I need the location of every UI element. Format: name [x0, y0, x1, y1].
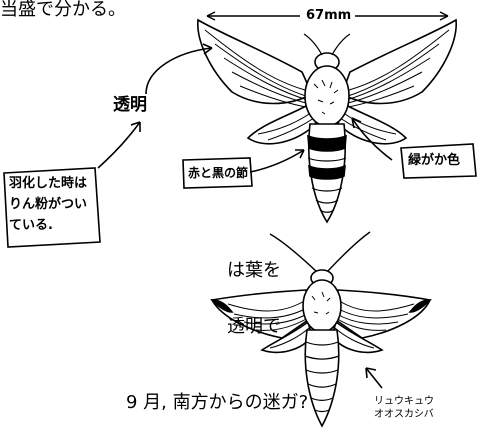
moth-illustration-bottom	[210, 231, 432, 428]
arrow-icon	[365, 367, 383, 389]
body-text-line-1: は葉を	[227, 260, 281, 281]
arrow-greenish-to-thorax	[351, 117, 393, 161]
transparent-label: 透明	[113, 95, 147, 115]
body-text-line-2: 透明で	[227, 316, 281, 337]
arrow-box-to-transparent	[97, 121, 141, 169]
emergence-line-2: りん粉がつい	[9, 197, 88, 212]
species-label: リュウキュウ オオスカシバ	[374, 397, 434, 420]
wingspan-dimension-line	[206, 11, 449, 21]
arrow-transparent-to-wing	[145, 47, 213, 95]
emergence-line-3: ている.	[9, 218, 53, 233]
wingspan-label: 67mm	[306, 8, 352, 23]
emergence-box-frame	[3, 167, 101, 248]
emergence-line-1: 羽化した時は	[9, 176, 88, 191]
species-label-line-2: オオスカシバ	[374, 409, 434, 420]
species-label-line-1: リュウキュウ	[374, 396, 434, 407]
moth-illustration-top	[197, 18, 457, 224]
red-black-segment-label: 赤と黒の節	[188, 166, 249, 180]
red-black-box-frame	[182, 157, 253, 189]
top-text-fragment: 当盛で分かる。	[0, 0, 126, 20]
greenish-box-frame	[400, 143, 477, 179]
body-text-line-3: 9 月, 南方からの迷ガ?	[126, 392, 309, 413]
arrow-red-black-to-abdomen	[249, 149, 305, 173]
pointer-arrows	[97, 43, 393, 389]
greenish-color-label: 緑がか色	[408, 153, 461, 168]
emergence-callout: 羽化した時は りん粉がつい ている.	[9, 177, 97, 232]
